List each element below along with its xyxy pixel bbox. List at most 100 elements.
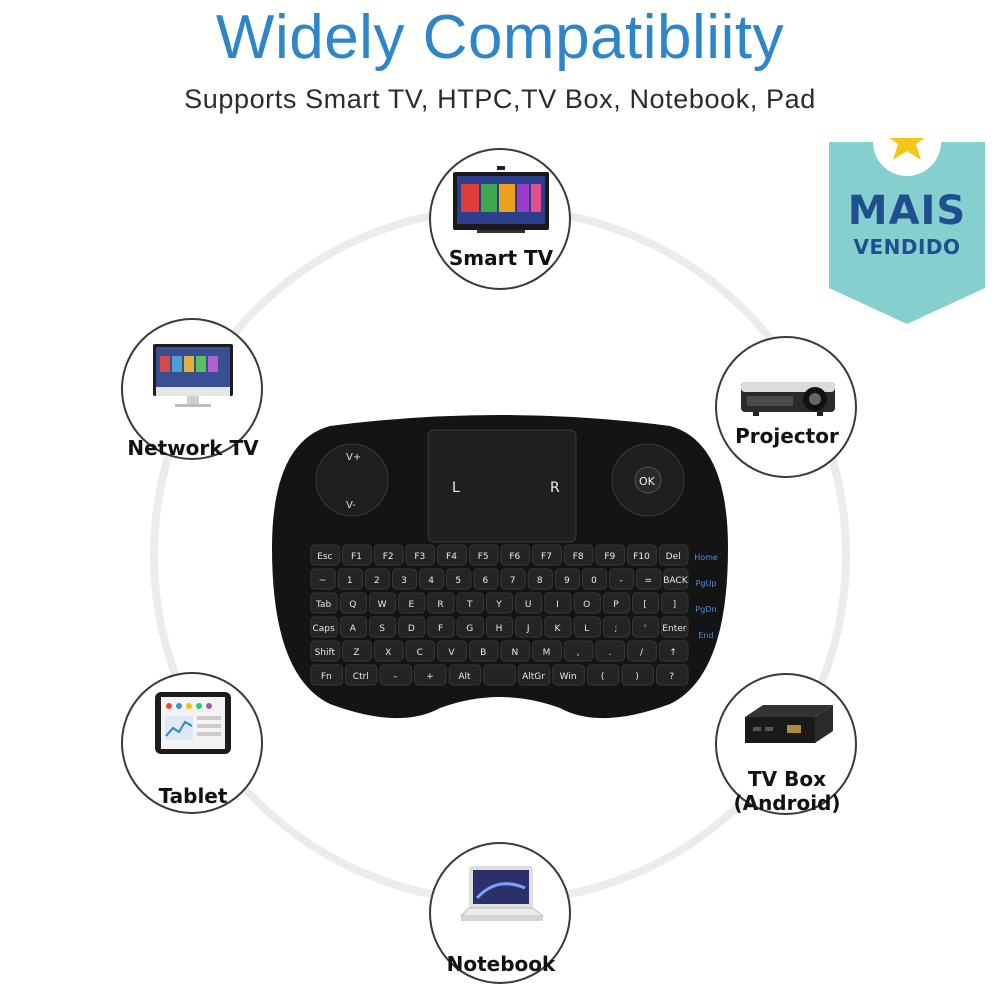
keyboard-key [345,664,378,686]
keyboard-key [310,568,336,590]
device-label: Smart TV [448,246,554,270]
keyboard-key [527,568,553,590]
device-smart-tv: Smart TV [429,148,571,290]
keyboard-key-label: B [480,648,486,658]
tv-box-icon [745,705,833,743]
keyboard-key-label: F9 [604,552,615,562]
keyboard-key [485,592,514,614]
keyboard-key-label: ] [673,600,677,610]
keyboard-key-label: - [620,576,623,586]
keyboard-key-label: Shift [315,648,336,658]
keyboard-key-label: 4 [428,576,434,586]
keyboard-key-label: Z [353,648,359,658]
keyboard-key-label: ( [601,672,605,682]
keyboard-key [368,592,397,614]
keyboard-key [500,640,531,662]
keyboard-key-label: F3 [414,552,425,562]
keyboard-key [379,664,413,686]
monitor-icon [153,344,233,407]
keyboard-key [310,592,338,614]
keyboard-key [364,568,390,590]
keyboard-key-label: F10 [633,552,650,562]
keyboard-key [473,568,499,590]
device-tablet: Tablet [121,672,263,814]
keyboard-key [339,616,367,638]
keyboard-key-label: R [437,600,443,610]
keyboard-key-label: T [466,600,473,610]
keyboard-key-label: U [525,600,532,610]
keyboard-key-label: ; [614,624,617,634]
keyboard-key [342,640,372,662]
keyboard-key [627,640,657,662]
keyboard-key [663,568,689,590]
keyboard-key [595,544,626,566]
keyboard-key-label: W [378,600,387,610]
device-label: Network TV [127,436,259,460]
keyboard-key-label: C [417,648,423,658]
keyboard-key [655,664,689,686]
keyboard-key-label: Win [560,672,577,682]
keyboard-key-label: ' [644,624,646,634]
keyboard-key [448,664,482,686]
keyboard-key [532,640,562,662]
touchpad [427,429,577,543]
keyboard-key-label: BACK [663,576,688,586]
keyboard-key [373,544,404,566]
keyboard-key [595,640,626,662]
keyboard-key [532,544,562,566]
star-icon [889,138,925,160]
keyboard-key [517,664,551,686]
keyboard-key [456,592,484,614]
keyboard-key-label: Esc [317,552,332,562]
keyboard-key-label: / [640,648,644,658]
keyboard-key [398,592,426,614]
keyboard-key-label: [ [643,600,647,610]
keyboard-key [427,616,455,638]
keyboard-key-label: F6 [509,552,520,562]
keyboard-key [552,664,585,686]
keyboard-key [405,544,436,566]
device-label: TV Box [748,767,826,791]
keyboard-key-label: H [496,624,503,634]
keyboard-key-label: 9 [564,576,570,586]
keyboard-key [602,592,631,614]
keyboard-key-label: L [584,624,589,634]
device-label: Tablet [158,784,228,808]
keyboard-key-label: 6 [483,576,489,586]
keyboard-key [456,616,484,638]
keyboard-key-label: F4 [446,552,457,562]
keyboard-key-label: 0 [591,576,597,586]
keyboard-key-label: ↑ [669,648,677,658]
page-subtitle: Supports Smart TV, HTPC,TV Box, Notebook… [184,84,816,114]
keyboard-key-label: 2 [374,576,380,586]
keyboard-key-label: F5 [478,552,489,562]
keyboard-key [310,544,341,566]
keyboard-key-label: = [645,576,653,586]
ok-label: OK [639,475,656,488]
keyboard-key-label: K [555,624,562,634]
keyboard-key-label: J [526,624,530,634]
keyboard-key-label: D [408,624,415,634]
keyboard-key [310,664,344,686]
keyboard-key-label: Del [666,552,681,562]
keyboard-key [573,616,601,638]
keyboard-key-label: F [438,624,443,634]
page-title: Widely Compatibliity [215,3,785,72]
keyboard-key [405,640,436,662]
keyboard-key-label: ~ [319,576,327,586]
keyboard-key-label: Tab [315,600,332,610]
keyboard-key [632,592,660,614]
keyboard-key [419,568,445,590]
keyboard-key-label: E [408,600,414,610]
keyboard-key-label: S [379,624,385,634]
keyboard-key-label: Enter [662,624,686,634]
keyboard-key [391,568,418,590]
best-seller-badge: MAIS VENDIDO [829,138,985,324]
keyboard-key-label: ) [635,672,639,682]
device-tv-box: TV Box (Android) [715,673,857,815]
keyboard-key [342,544,372,566]
keyboard-key-label: Alt [458,672,471,682]
keyboard-key-label: G [466,624,473,634]
keyboard-key-label: Ctrl [353,672,369,682]
